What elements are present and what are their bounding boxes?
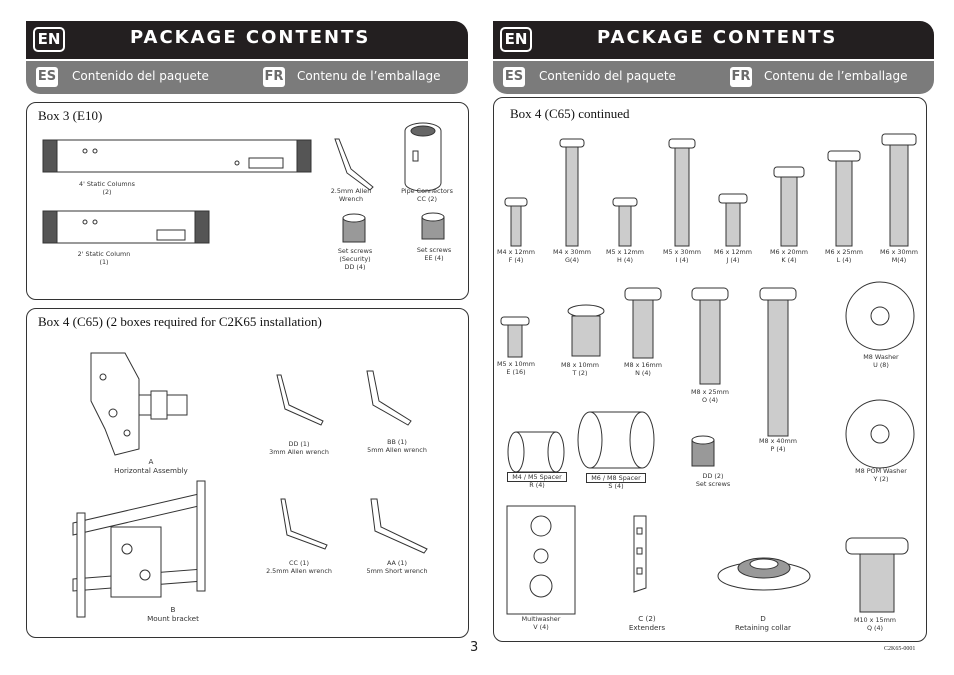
subheader-right: ES Contenido del paquete FR Contenu de l… — [493, 61, 934, 94]
document-code: C2K65-0001 — [884, 646, 916, 652]
label-4ft-columns: 4' Static Columns(2) — [79, 180, 135, 196]
set-screw-dd-drawing — [691, 435, 715, 467]
label-set-screws-dd: DD (2)Set screws — [695, 472, 731, 488]
allen-wrench-drawing — [334, 138, 374, 191]
static-column-2ft-drawing — [42, 210, 210, 244]
es-text: Contenido del paquete — [539, 69, 676, 83]
screw-k-drawing — [773, 166, 805, 247]
screw-n-drawing — [624, 287, 662, 359]
screw-l-drawing — [827, 150, 861, 247]
horizontal-assembly-drawing — [90, 352, 188, 456]
retaining-collar-drawing — [717, 557, 811, 591]
header-bar-left: EN PACKAGE CONTENTS — [26, 21, 468, 59]
screw-p-drawing — [759, 287, 797, 437]
box4-panel: Box 4 (C65) (2 boxes required for C2K65 … — [26, 308, 469, 638]
box4-title: Box 4 (C65) (2 boxes required for C2K65 … — [38, 314, 322, 329]
screw-t-drawing — [567, 304, 605, 357]
pom-washer-y-drawing — [845, 399, 915, 469]
label-aa-wrench: AA (1)5mm Short wrench — [366, 559, 428, 575]
allen-wrench-5mm-drawing — [366, 370, 412, 426]
screw-f-drawing — [504, 197, 528, 247]
screw-j-drawing — [718, 193, 748, 247]
box4-drawings — [72, 352, 428, 618]
static-column-4ft-drawing — [42, 139, 312, 173]
en-badge: EN — [33, 27, 65, 52]
set-screw-ee-drawing — [421, 212, 445, 240]
screw-g-drawing — [559, 138, 585, 247]
screw-e-drawing — [500, 316, 530, 358]
screw-o-drawing — [691, 287, 729, 385]
subheader-left: ES Contenido del paquete FR Contenu de l… — [26, 61, 468, 94]
label-dd-wrench: DD (1)3mm Allen wrench — [269, 440, 329, 456]
multiwasher-drawing — [506, 505, 576, 615]
header-bar-right: EN PACKAGE CONTENTS — [493, 21, 934, 59]
box3-panel: Box 3 (E10) — [26, 102, 469, 300]
label-cc-wrench: CC (1)2.5mm Allen wrench — [266, 559, 332, 575]
washer-u-drawing — [845, 281, 915, 351]
fr-text: Contenu de l’emballage — [297, 69, 441, 83]
box3-title: Box 3 (E10) — [38, 108, 103, 123]
screw-i-drawing — [668, 138, 696, 247]
label-set-screws-dd: Set screws(Security)DD (4) — [337, 247, 373, 271]
box4-continued-title: Box 4 (C65) continued — [510, 106, 630, 121]
extender-drawing — [633, 515, 647, 593]
screw-q-drawing — [845, 537, 909, 613]
label-bb-wrench: BB (1)5mm Allen wrench — [367, 438, 427, 454]
set-screw-dd-drawing — [342, 213, 366, 243]
es-badge: ES — [503, 67, 525, 87]
page-number: 3 — [470, 640, 479, 655]
screw-m-drawing — [881, 133, 917, 247]
box4-continued-panel: Box 4 (C65) continued — [493, 97, 927, 642]
box4-continued-drawings — [500, 133, 917, 615]
mount-bracket-drawing — [72, 480, 206, 618]
es-badge: ES — [36, 67, 58, 87]
allen-wrench-25mm-drawing — [280, 498, 328, 550]
screw-h-drawing — [612, 197, 638, 247]
fr-badge: FR — [263, 67, 285, 87]
box3-drawings — [42, 122, 445, 244]
en-badge: EN — [500, 27, 532, 52]
page-title: PACKAGE CONTENTS — [130, 27, 371, 48]
spacer-s-drawing — [577, 411, 655, 469]
label-extenders: C (2)Extenders — [628, 614, 666, 632]
label-2ft-column: 2' Static Column(1) — [77, 250, 131, 266]
spacer-r-drawing — [507, 431, 565, 473]
allen-wrench-3mm-drawing — [276, 374, 324, 426]
fr-text: Contenu de l’emballage — [764, 69, 908, 83]
pipe-connector-drawing — [404, 122, 442, 192]
short-wrench-5mm-drawing — [370, 498, 428, 554]
fr-badge: FR — [730, 67, 752, 87]
page-title: PACKAGE CONTENTS — [597, 27, 838, 48]
es-text: Contenido del paquete — [72, 69, 209, 83]
